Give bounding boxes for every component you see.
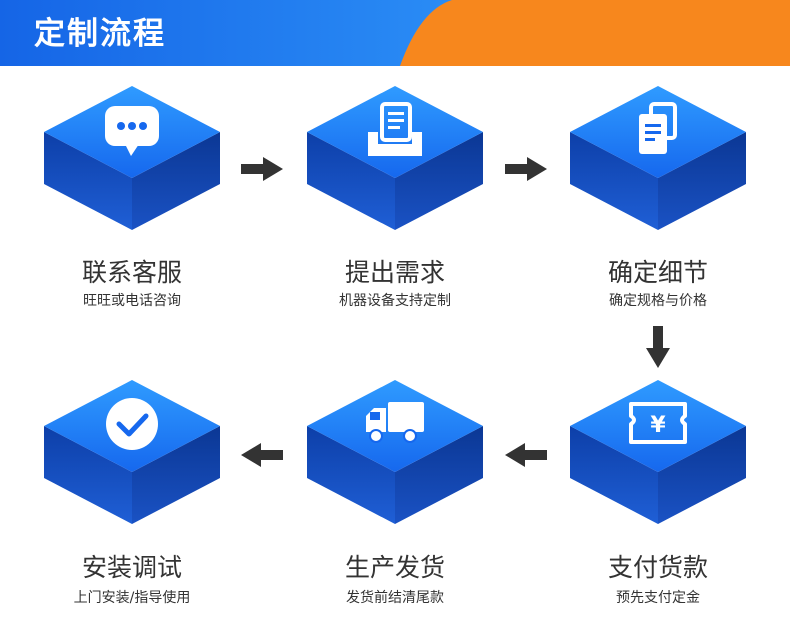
step-title: 支付货款 (607, 553, 708, 582)
delivery-truck-icon (366, 402, 424, 443)
step-cube (570, 86, 746, 230)
step-subtitle: 旺旺或电话咨询 (83, 293, 181, 309)
chat-bubble-icon (105, 106, 159, 156)
header-banner-shape (0, 0, 790, 66)
step-title: 提出需求 (344, 258, 445, 287)
arrow-left-icon (241, 443, 283, 467)
step-title: 生产发货 (344, 553, 445, 582)
step-cube (307, 86, 483, 230)
step-subtitle: 确定规格与价格 (609, 293, 707, 309)
check-circle-icon (106, 398, 158, 450)
step-cube (570, 380, 746, 524)
stacked-documents-icon (639, 102, 677, 154)
step-subtitle: 预先支付定金 (616, 590, 700, 606)
yen-ticket-icon: ¥ (629, 402, 687, 444)
arrow-left-icon (505, 443, 547, 467)
document-tray-icon (368, 102, 422, 156)
step-title: 联系客服 (81, 258, 182, 287)
step-contact-service (44, 86, 220, 232)
step-subtitle: 上门安装/指导使用 (73, 590, 191, 606)
arrow-right-icon (505, 157, 547, 181)
step-submit-requirements (307, 86, 483, 232)
arrow-down-icon (646, 326, 670, 368)
arrow-right-icon (241, 157, 283, 181)
step-subtitle: 发货前结清尾款 (346, 590, 444, 606)
svg-text:¥: ¥ (650, 413, 666, 438)
step-production-shipping (307, 380, 483, 526)
step-subtitle: 机器设备支持定制 (339, 293, 451, 309)
step-confirm-details (570, 86, 746, 232)
step-title: 安装调试 (81, 553, 182, 582)
page-title: 定制流程 (34, 16, 166, 52)
step-payment: ¥ (570, 380, 746, 526)
step-title: 确定细节 (607, 258, 708, 287)
section-header: 定制流程 (0, 0, 790, 66)
step-installation (44, 380, 220, 526)
